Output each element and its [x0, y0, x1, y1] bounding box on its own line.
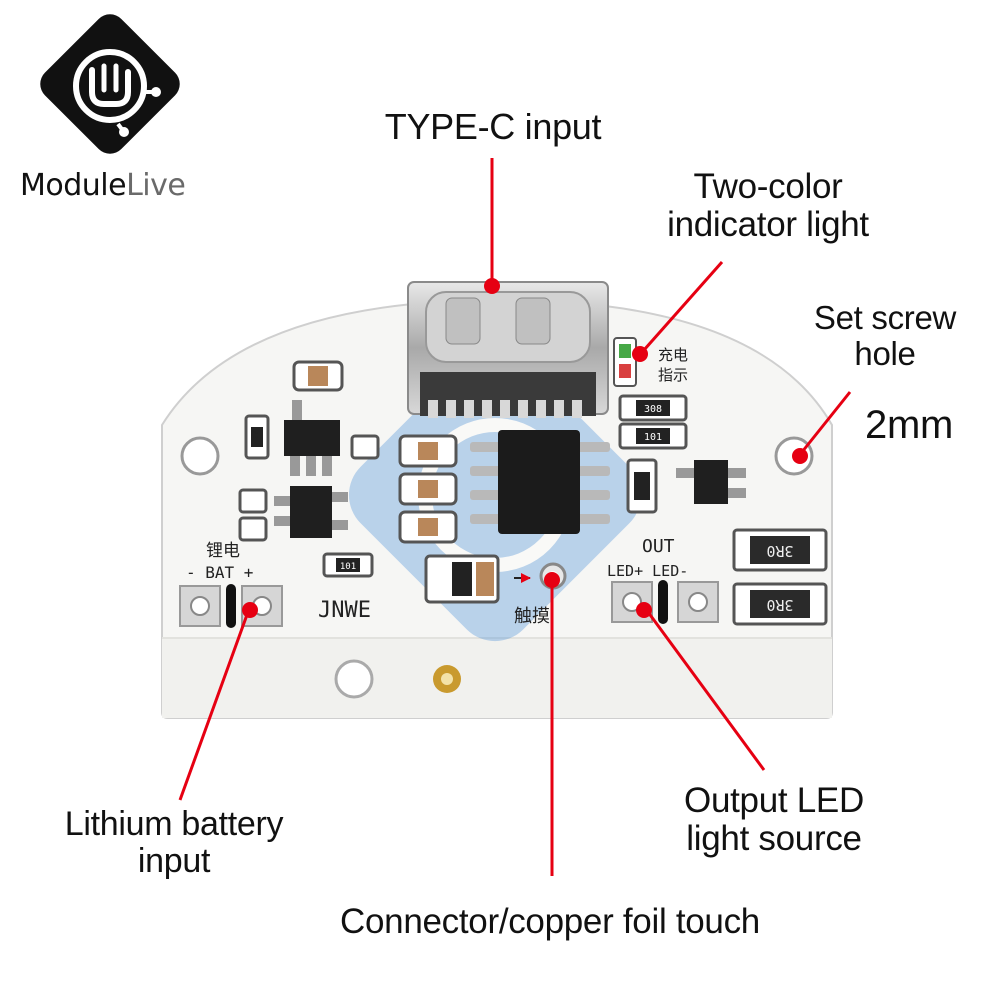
- screw-label-line2: hole: [854, 334, 916, 372]
- screw-label: Set screw hole: [790, 300, 980, 371]
- typec-label-text: TYPE-C input: [384, 106, 602, 147]
- silkscreen-out: OUT: [642, 536, 675, 557]
- screw-size-label: 2mm: [846, 403, 972, 447]
- indicator-label-line1: Two-color: [693, 167, 843, 206]
- typec-label: TYPE-C input: [362, 106, 624, 147]
- brand-name-part1: Module: [20, 168, 127, 203]
- touch-capacitors: [424, 554, 500, 604]
- resistor-3r0-upper-label: 3R0: [766, 542, 793, 560]
- resistor-3r0-lower: [732, 582, 828, 626]
- transistor-right: [676, 460, 746, 504]
- brand-logo-icon: [40, 14, 180, 154]
- capacitor-group: [292, 360, 458, 544]
- resistor-vertical-right: [626, 458, 658, 514]
- touch-label-text: Connector/copper foil touch: [340, 902, 760, 941]
- screw-size-text: 2mm: [865, 403, 953, 447]
- screw-label-line1: Set screw: [813, 299, 957, 336]
- indicator-label-line2: indicator light: [667, 204, 869, 244]
- output-pointer-line: [646, 611, 766, 771]
- battery-label-line1: Lithium battery: [64, 805, 284, 843]
- screw-pointer-line: [800, 391, 852, 453]
- output-label-line2: light source: [686, 818, 862, 858]
- resistor-101-right-label: 101: [644, 432, 662, 443]
- battery-label: Lithium battery input: [38, 806, 310, 879]
- output-label: Output LED light source: [664, 782, 884, 858]
- resistor-101-left-label: 101: [340, 562, 356, 572]
- silkscreen-charge-1: 充电: [658, 346, 688, 364]
- silkscreen-li-battery: 锂电: [206, 541, 240, 561]
- callout-dots: [242, 278, 808, 618]
- transistor-left-lower: [274, 486, 348, 538]
- resistor-101-left: [322, 552, 374, 578]
- resistor-3r0-upper: [732, 528, 828, 572]
- indicator-label: Two-color indicator light: [640, 168, 896, 244]
- brand-name-part2: Live: [126, 168, 186, 203]
- silkscreen-led-pins: LED+ LED-: [607, 562, 688, 580]
- silkscreen-touch: 触摸: [514, 606, 550, 627]
- small-resistor-80e: 80E: [244, 414, 270, 460]
- output-label-line1: Output LED: [684, 781, 864, 820]
- bottom-hole: [334, 659, 374, 699]
- brand-wordmark: ModuleLive: [20, 168, 186, 203]
- resistor-101-right: [618, 422, 688, 450]
- transistor-left-upper: [284, 400, 340, 476]
- resistor-3r0-lower-label: 3R0: [766, 596, 793, 614]
- resistor-308: [618, 394, 688, 422]
- bottom-gold-pad: [433, 665, 461, 693]
- resistor-308-label: 308: [644, 404, 662, 415]
- resistor-80e-label: 80E: [251, 431, 259, 444]
- mount-hole-left: [180, 436, 220, 476]
- led-output-pads: [611, 580, 719, 624]
- pad-pair-left: [238, 434, 380, 542]
- silkscreen-bat: - BAT +: [186, 563, 253, 582]
- indicator-led: [613, 337, 637, 387]
- indicator-pointer-line: [642, 261, 724, 351]
- touch-label: Connector/copper foil touch: [310, 903, 790, 941]
- battery-pointer-line: [178, 611, 250, 801]
- main-ic-chip: [470, 430, 610, 534]
- silkscreen-charge-2: 指示: [658, 366, 688, 384]
- battery-label-line2: input: [137, 841, 211, 880]
- silkscreen-jnwe: JNWE: [318, 598, 371, 623]
- battery-pads: [179, 584, 283, 628]
- callout-lines: [178, 158, 852, 876]
- usb-c-connector: [407, 281, 609, 418]
